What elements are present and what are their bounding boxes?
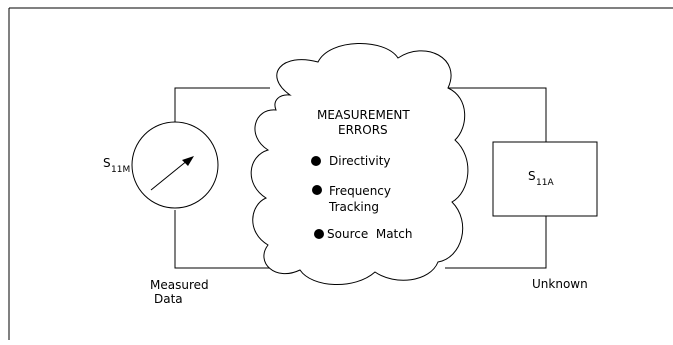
unknown-label-main: S (528, 169, 536, 183)
error-source-match: Source Match (327, 227, 412, 241)
unknown-caption: Unknown (532, 277, 588, 291)
bullet-source-match (314, 229, 324, 239)
unknown-label-sub: 11A (536, 178, 554, 188)
meter-circle (131, 121, 219, 209)
meter-needle (150, 159, 189, 191)
error-frequency: Frequency (329, 184, 391, 198)
measured-caption-line1: Measured (150, 278, 209, 292)
bullet-directivity (311, 156, 321, 166)
wire-bottom-left (174, 210, 270, 269)
wire-top-right (445, 87, 547, 142)
cloud-title-line2: ERRORS (338, 123, 388, 137)
measured-caption-line2: Data (154, 292, 183, 306)
cloud-title-line1: MEASUREMENT (317, 108, 410, 122)
error-tracking: Tracking (328, 200, 379, 214)
error-directivity: Directivity (329, 154, 391, 168)
bullet-frequency-tracking (312, 185, 322, 195)
error-cloud (250, 42, 469, 285)
meter-needle-arrowhead (182, 156, 194, 166)
meter-label-main: S (103, 156, 111, 170)
unknown-device-box (492, 141, 598, 217)
wire-bottom-right (445, 216, 547, 269)
meter-label-sub: 11M (111, 165, 130, 175)
